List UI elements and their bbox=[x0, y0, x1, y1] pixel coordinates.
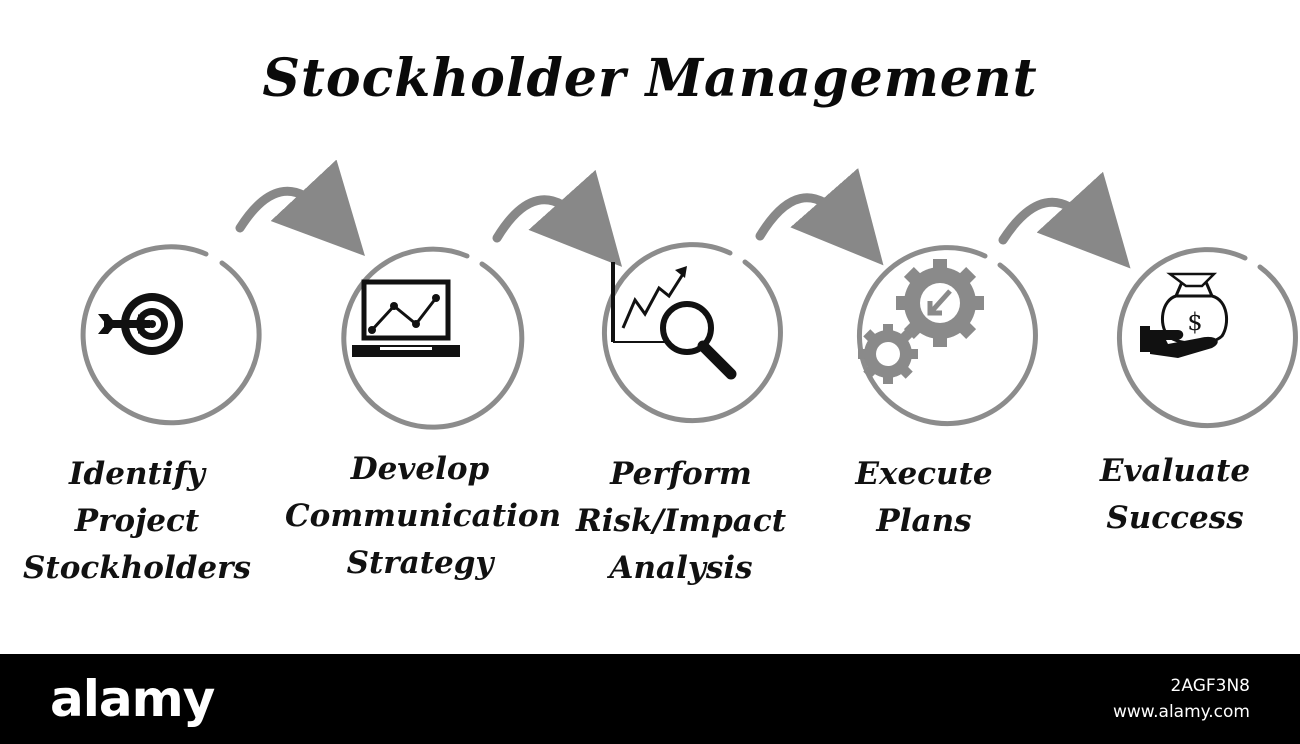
step-ring-3 bbox=[601, 242, 783, 424]
step-label-5: Evaluate Success bbox=[1040, 448, 1300, 542]
step-label-5-line-2: Success bbox=[1106, 500, 1244, 536]
svg-text:$: $ bbox=[1187, 308, 1202, 336]
step-label-4-line-2: Plans bbox=[876, 503, 972, 539]
chart-magnifier-icon bbox=[611, 262, 737, 380]
step-label-2-line-3: Strategy bbox=[346, 545, 494, 581]
step-ring-2 bbox=[341, 246, 525, 430]
connector-arrow-2 bbox=[492, 169, 623, 267]
watermark-footer: alamy 2AGF3N8 www.alamy.com bbox=[0, 654, 1300, 744]
step-ring-4 bbox=[856, 245, 1038, 427]
step-label-3: Perform Risk/Impact Analysis bbox=[546, 451, 816, 592]
site-url: www.alamy.com bbox=[1112, 702, 1250, 722]
step-label-3-line-3: Analysis bbox=[609, 550, 753, 586]
step-label-1-line-1: Identify bbox=[69, 456, 205, 492]
step-label-3-line-2: Risk/Impact bbox=[575, 503, 787, 539]
connector-arrow-3 bbox=[755, 168, 884, 266]
step-label-2: Develop Communication Strategy bbox=[285, 446, 562, 587]
gears-icon bbox=[858, 259, 984, 384]
connector-arrow-1 bbox=[235, 159, 366, 257]
diagram-title: Stockholder Management bbox=[262, 48, 1038, 109]
step-label-1-line-3: Stockholders bbox=[23, 550, 251, 586]
step-label-5-line-1: Evaluate bbox=[1099, 453, 1251, 489]
target-icon bbox=[98, 293, 183, 355]
step-label-3-line-1: Perform bbox=[610, 456, 752, 492]
step-label-1-line-2: Project bbox=[74, 503, 200, 539]
image-id: 2AGF3N8 bbox=[1170, 676, 1250, 696]
brand-logo: alamy bbox=[50, 670, 215, 728]
laptop-chart-icon bbox=[352, 279, 460, 357]
process-diagram: $ bbox=[80, 159, 1298, 430]
step-label-1: Identify Project Stockholders bbox=[2, 451, 272, 592]
step-ring-1 bbox=[80, 244, 262, 426]
step-ring-5 bbox=[1116, 247, 1298, 429]
step-label-2-line-2: Communication bbox=[285, 498, 562, 534]
connector-arrow-4 bbox=[998, 171, 1131, 269]
step-label-2-line-1: Develop bbox=[350, 451, 490, 487]
step-label-4: Execute Plans bbox=[789, 451, 1059, 545]
step-label-4-line-1: Execute bbox=[855, 456, 993, 492]
money-bag-hand-icon: $ bbox=[1140, 272, 1229, 358]
